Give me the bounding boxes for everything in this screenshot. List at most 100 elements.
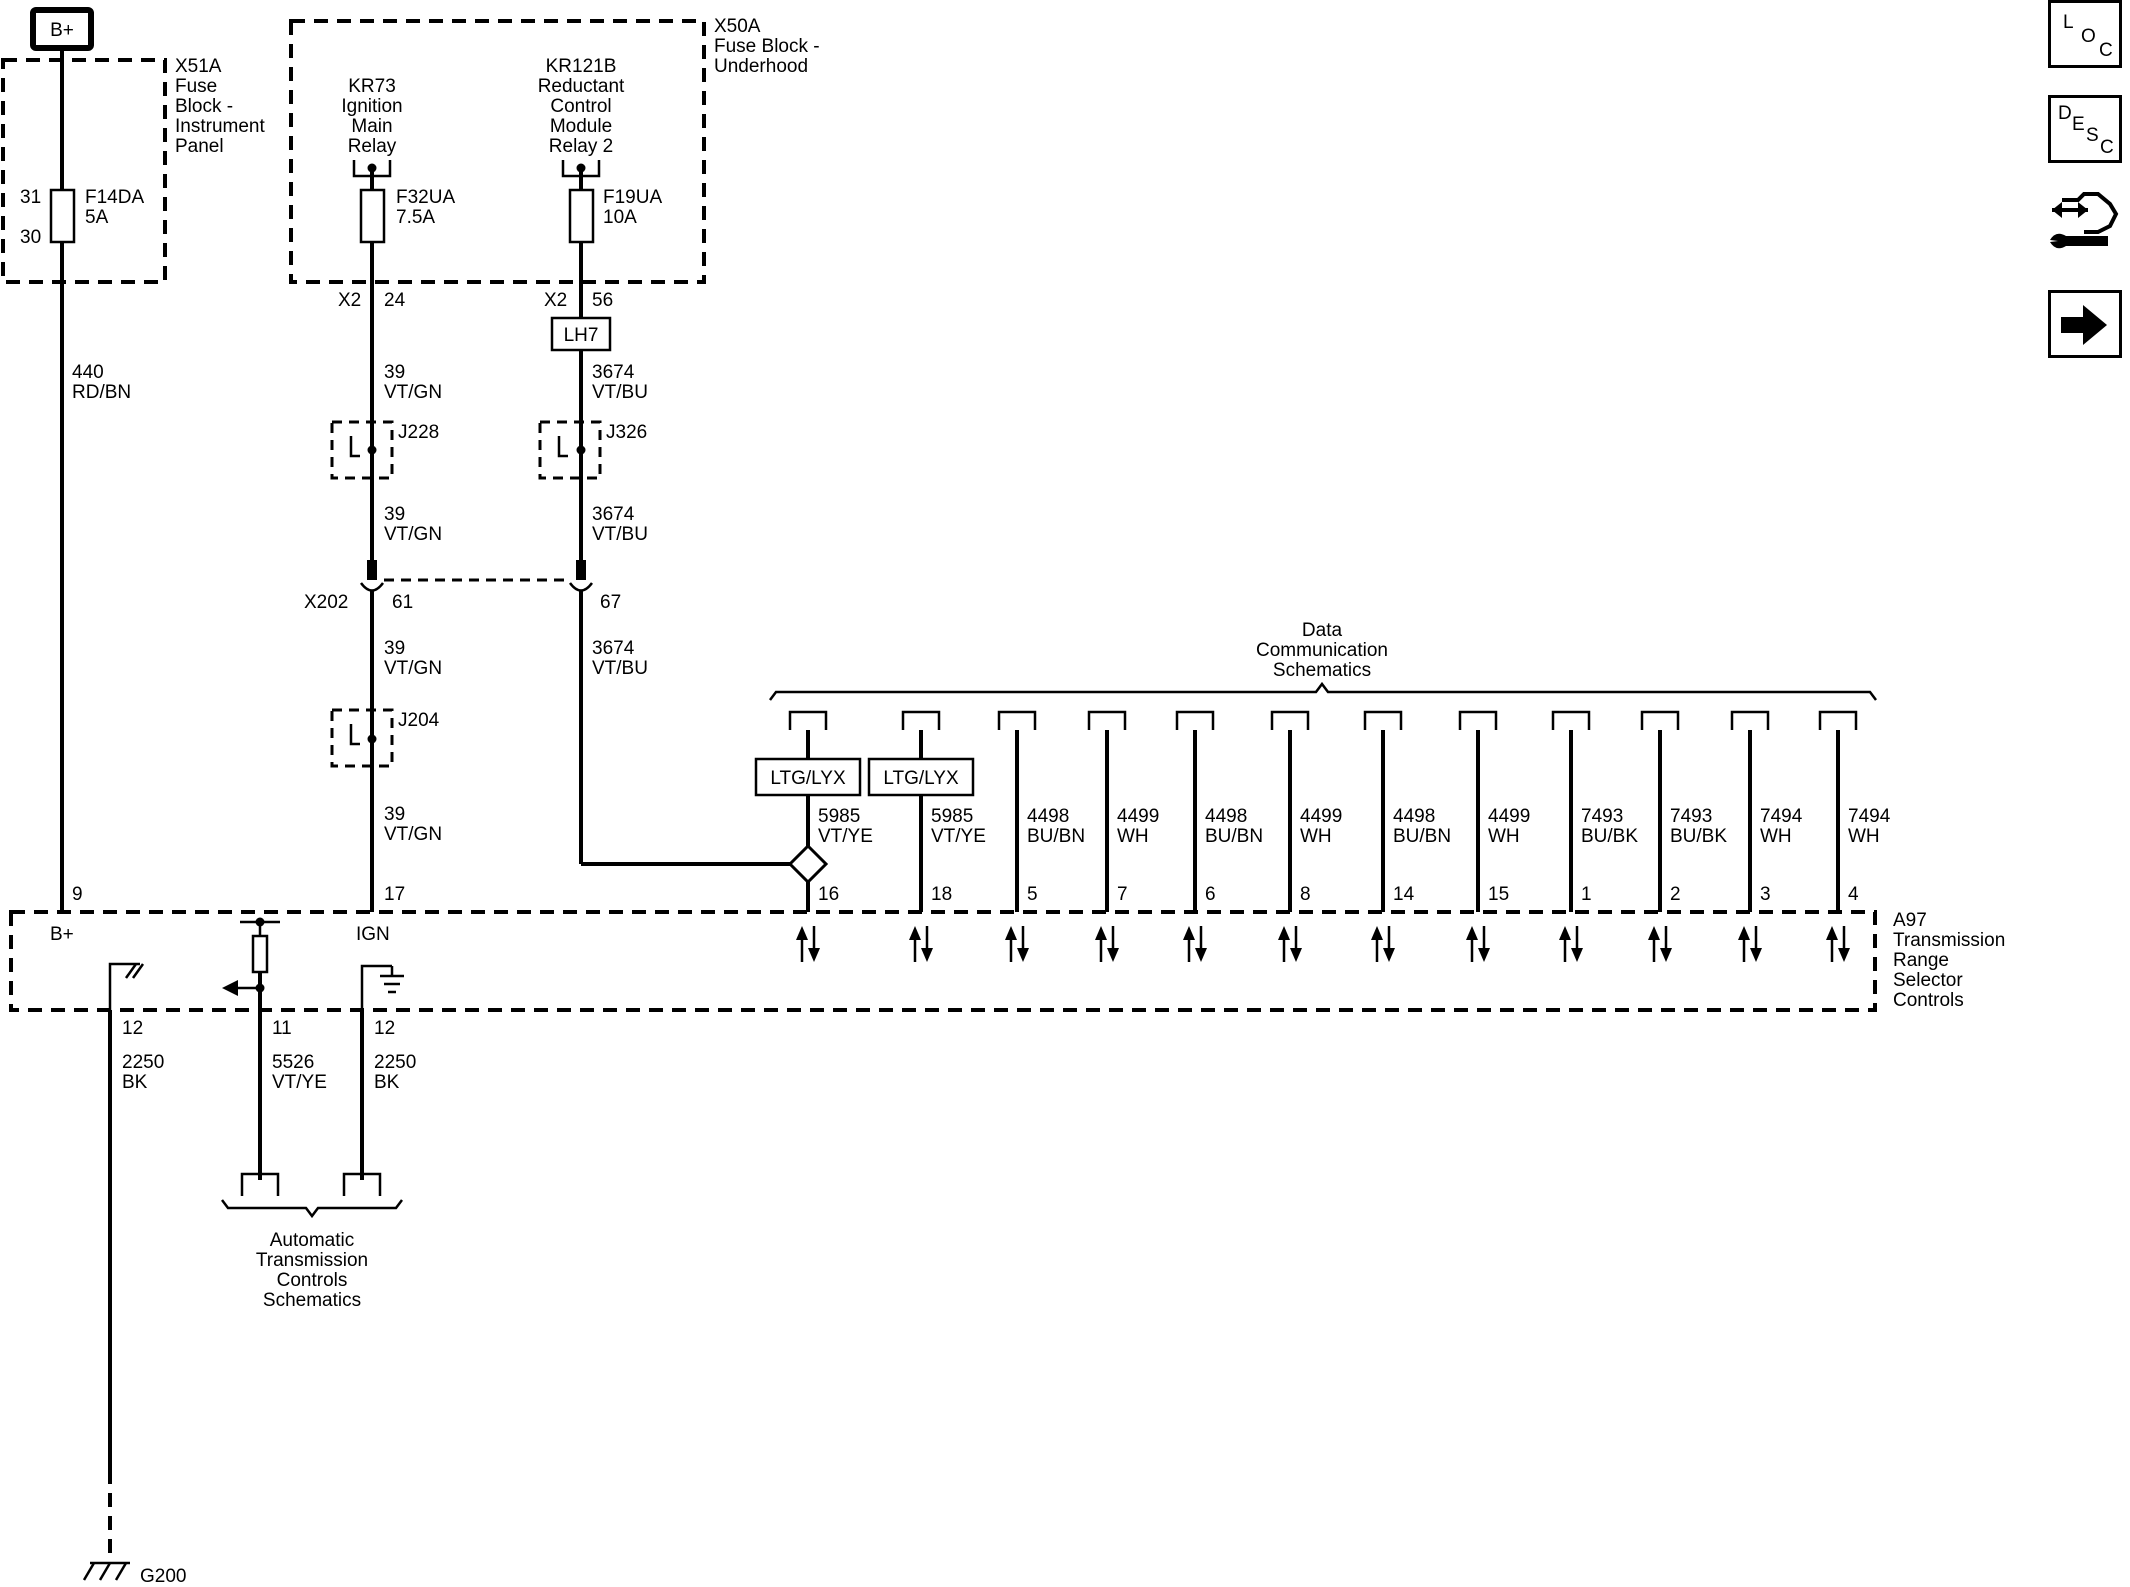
x202-pin-67-female [568, 582, 594, 592]
a97-pin-11: 11 [272, 1018, 292, 1039]
data-comm-pin: 1 [1581, 884, 1592, 905]
w440-color: RD/BN [72, 382, 131, 403]
data-comm-circuit-number: 7493 [1670, 806, 1712, 827]
data-comm-brace [769, 681, 1877, 701]
data-comm-pin: 2 [1670, 884, 1681, 905]
module-a97 [9, 910, 1877, 1012]
x202-pin-61-male [367, 560, 377, 580]
w39-3-color: VT/GN [384, 658, 442, 679]
w3674-1-circuit: 3674 [592, 362, 635, 383]
arrow-down-head [1107, 948, 1119, 962]
x51a-id: X51A [175, 56, 222, 77]
a97-id: A97 [1893, 910, 1927, 931]
data-comm-line-1: Data [1302, 620, 1343, 641]
auto-trans-line-4: Schematics [263, 1290, 361, 1311]
data-comm-circuit-number: 4499 [1300, 806, 1342, 827]
data-comm-circuit-number: 7494 [1848, 806, 1891, 827]
j326-symbol [557, 436, 568, 458]
x2-b-pin: 56 [592, 290, 613, 311]
auto-trans-line-1: Automatic [270, 1230, 354, 1251]
auto-trans-connector-1 [240, 1172, 280, 1196]
data-comm-circuit-color: BU/BK [1581, 826, 1638, 847]
x2-a-name: X2 [338, 290, 361, 311]
j326-label: J326 [606, 422, 647, 443]
option-ltg-lyx-box-1 [754, 757, 862, 797]
arrow-down-head [921, 948, 933, 962]
connector-wrench-icon[interactable] [2048, 190, 2122, 258]
data-comm-pin: 16 [818, 884, 839, 905]
kr73-line-1: KR73 [348, 76, 396, 97]
data-comm-connector [997, 710, 1037, 730]
ground-g200-stroke-2 [98, 1562, 112, 1581]
ground-g200-stroke-1 [82, 1562, 96, 1581]
pullup-resistor [251, 934, 269, 974]
kr73-line-2: Ignition [341, 96, 402, 117]
chassis-ground-icon [124, 963, 138, 979]
loc-letter-l: L [2063, 12, 2074, 33]
data-comm-circuit-color: WH [1300, 826, 1332, 847]
data-comm-connector [788, 710, 828, 730]
w39-2-circuit: 39 [384, 504, 405, 525]
loc-letter-o: O [2081, 26, 2096, 47]
j228-label: J228 [398, 422, 439, 443]
arrow-down-head [1571, 948, 1583, 962]
data-comm-connector [1730, 710, 1770, 730]
f32ua-rating: 7.5A [396, 207, 435, 228]
option-ltg-lyx-box-2 [867, 757, 975, 797]
data-comm-connector [1270, 710, 1310, 730]
data-comm-circuit-number: 5985 [931, 806, 973, 827]
j204-label: J204 [398, 710, 440, 731]
loc-letter-c: C [2099, 40, 2113, 61]
f14da-pin-31: 31 [20, 187, 41, 208]
kr73-line-3: Main [351, 116, 392, 137]
data-comm-connector [1551, 710, 1591, 730]
w5526-circuit: 5526 [272, 1052, 314, 1073]
x50a-line-2: Underhood [714, 56, 808, 77]
arrow-down-head [1478, 948, 1490, 962]
kr121b-line-5: Relay 2 [549, 136, 613, 157]
x202-pin-67: 67 [600, 592, 621, 613]
ground-g200-label: G200 [140, 1566, 186, 1587]
x202-name: X202 [304, 592, 348, 613]
data-comm-circuit-color: VT/YE [931, 826, 986, 847]
data-comm-pin: 3 [1760, 884, 1771, 905]
data-comm-circuit-color: VT/YE [818, 826, 873, 847]
j326-dot [576, 445, 586, 455]
next-page-button[interactable] [2048, 290, 2122, 358]
a97-line-2: Range [1893, 950, 1949, 971]
w39-1-circuit: 39 [384, 362, 405, 383]
x202-pin-61: 61 [392, 592, 413, 613]
arrow-right-icon [2061, 305, 2107, 345]
desc-button[interactable]: D E S C [2048, 95, 2122, 163]
auto-trans-line-3: Controls [277, 1270, 348, 1291]
arrow-up-head [1095, 926, 1107, 940]
option-ltg-lyx-label-2: LTG/LYX [883, 768, 959, 789]
data-comm-circuit-color: WH [1117, 826, 1149, 847]
arrow-up-head [1371, 926, 1383, 940]
arrow-down-head [808, 948, 820, 962]
x202-pin-67-male [576, 560, 586, 580]
w39-4-circuit: 39 [384, 804, 405, 825]
f14da-rating: 5A [85, 207, 109, 228]
w2250-b-color: BK [374, 1072, 400, 1093]
data-comm-connector [1175, 710, 1215, 730]
loc-button[interactable]: L O C [2048, 0, 2122, 68]
data-comm-connector [1087, 710, 1127, 730]
x51a-line-2: Block - [175, 96, 233, 117]
signal-input-arrow-icon [222, 980, 238, 996]
w3674-3-color: VT/BU [592, 658, 648, 679]
data-comm-circuit-number: 5985 [818, 806, 860, 827]
chassis-ground-icon-stroke [131, 963, 145, 979]
w39-2-color: VT/GN [384, 524, 442, 545]
arrow-up-head [1738, 926, 1750, 940]
a97-label-bplus: B+ [50, 924, 74, 945]
f32ua-name: F32UA [396, 187, 455, 208]
arrow-down-head [1290, 948, 1302, 962]
x202-pin-61-female [359, 582, 385, 592]
j228-symbol [349, 436, 360, 458]
arrow-up-head [909, 926, 921, 940]
j204-dot [367, 734, 377, 744]
a97-pin-17: 17 [384, 884, 405, 905]
connector-wrench-glyph [2050, 192, 2119, 249]
